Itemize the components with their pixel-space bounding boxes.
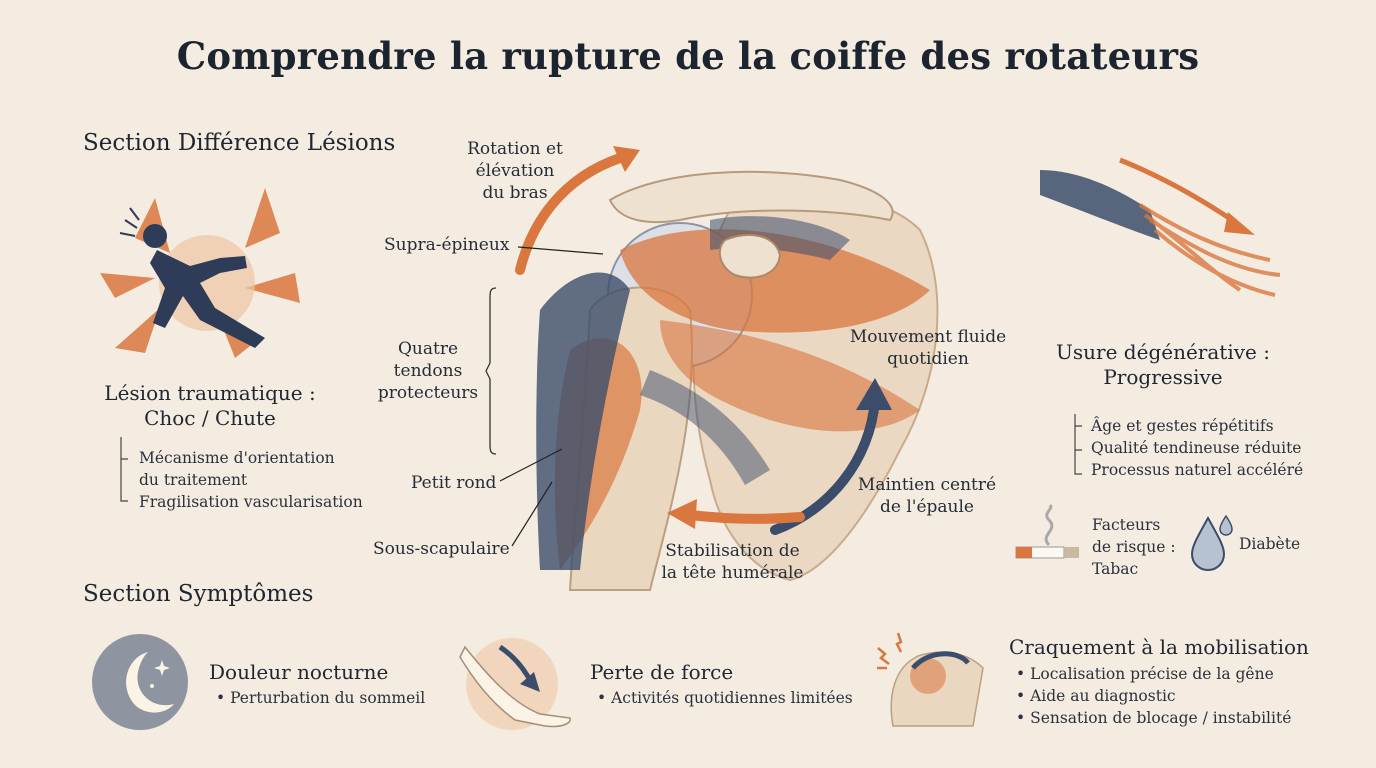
- traumatic-item: Fragilisation vascularisation: [139, 493, 363, 511]
- shoulder-pain-icon: [877, 632, 984, 727]
- traumatic-item: du traitement: [139, 471, 248, 489]
- symptom-item: Aide au diagnostic: [1016, 685, 1291, 707]
- diabetes-label: Diabète: [1239, 535, 1301, 553]
- label-maintien-line1: Maintien centré: [857, 475, 997, 495]
- traumatic-heading-line2: Choc / Chute: [144, 406, 276, 430]
- label-rotation-line1: Rotation et: [467, 139, 563, 159]
- label-quatre-line1: Quatre: [397, 339, 459, 359]
- degenerative-list: Âge et gestes répétitifs Qualité tendine…: [1091, 415, 1303, 481]
- symptom-title: Craquement à la mobilisation: [1009, 635, 1309, 659]
- risk-line2: de risque :: [1092, 538, 1176, 556]
- label-stabilisation-line1: Stabilisation de: [665, 541, 800, 561]
- shoulder-anatomy-illustration: [536, 170, 939, 591]
- traumatic-bracket: [120, 437, 128, 502]
- degenerative-heading-line2: Progressive: [1103, 365, 1223, 389]
- degenerative-heading: Usure dégénérative : Progressive: [1048, 340, 1278, 390]
- torn-tendon-icon: [1040, 157, 1281, 297]
- label-supra-epineux: Supra-épineux: [384, 235, 510, 255]
- label-stabilisation: Stabilisation de la tête humérale: [655, 540, 810, 584]
- section-symptoms-title: Section Symptômes: [83, 581, 314, 607]
- rotation-arrow-icon: [515, 146, 640, 275]
- label-maintien: Maintien centré de l'épaule: [852, 474, 1002, 518]
- label-quatre-line2: tendons: [393, 361, 463, 381]
- risk-line1: Facteurs: [1092, 516, 1161, 534]
- risk-line3: Tabac: [1092, 560, 1139, 578]
- cigarette-icon: [1015, 503, 1079, 559]
- leader-line-supra: [517, 246, 604, 255]
- label-mouvement-line2: quotidien: [887, 349, 969, 369]
- traumatic-item: Mécanisme d'orientation: [139, 449, 335, 467]
- traumatic-heading-line1: Lésion traumatique :: [104, 381, 316, 405]
- falling-person-icon: [100, 188, 300, 358]
- label-stabilisation-line2: la tête humérale: [661, 563, 804, 583]
- degenerative-bracket: [1074, 414, 1082, 475]
- label-mouvement: Mouvement fluide quotidien: [843, 326, 1013, 370]
- label-rotation: Rotation et élévation du bras: [450, 138, 580, 204]
- label-petit-rond: Petit rond: [411, 473, 497, 493]
- section-differences-title: Section Différence Lésions: [83, 130, 396, 156]
- degenerative-item: Processus naturel accéléré: [1091, 461, 1304, 479]
- degenerative-heading-line1: Usure dégénérative :: [1056, 340, 1270, 364]
- symptom-list: Localisation précise de la gêne Aide au …: [1016, 663, 1291, 729]
- symptom-item: Activités quotidiennes limitées: [597, 687, 853, 709]
- symptom-item: Localisation précise de la gêne: [1016, 663, 1291, 685]
- water-drop-icon: [1190, 514, 1233, 572]
- label-quatre-tendons: Quatre tendons protecteurs: [372, 338, 484, 404]
- traumatic-heading: Lésion traumatique : Choc / Chute: [95, 381, 325, 431]
- symptom-title: Perte de force: [590, 660, 734, 684]
- moon-icon: [92, 634, 188, 730]
- symptom-list: Activités quotidiennes limitées: [597, 687, 853, 709]
- label-rotation-line3: du bras: [482, 183, 548, 203]
- symptom-list: Perturbation du sommeil: [216, 687, 425, 709]
- page-title: Comprendre la rupture de la coiffe des r…: [176, 34, 1200, 78]
- traumatic-list: Mécanisme d'orientation du traitement Fr…: [139, 447, 363, 513]
- symptom-item: Perturbation du sommeil: [216, 687, 425, 709]
- leader-line-petit-rond: [499, 448, 563, 482]
- label-mouvement-line1: Mouvement fluide: [849, 327, 1007, 347]
- arm-icon: [459, 638, 571, 730]
- degenerative-item: Qualité tendineuse réduite: [1091, 439, 1302, 457]
- label-rotation-line2: élévation: [475, 161, 555, 181]
- tendons-bracket: [485, 287, 497, 455]
- label-sous-scapulaire: Sous-scapulaire: [373, 539, 510, 559]
- symptom-item: Sensation de blocage / instabilité: [1016, 707, 1291, 729]
- symptom-title: Douleur nocturne: [209, 660, 389, 684]
- leader-line-sous-scapulaire: [511, 481, 553, 547]
- label-quatre-line3: protecteurs: [377, 383, 479, 403]
- label-maintien-line2: de l'épaule: [880, 497, 974, 517]
- stabilisation-arrow-icon: [667, 499, 805, 529]
- degenerative-item: Âge et gestes répétitifs: [1091, 417, 1274, 435]
- risk-factors-label: Facteurs de risque : Tabac: [1092, 514, 1176, 580]
